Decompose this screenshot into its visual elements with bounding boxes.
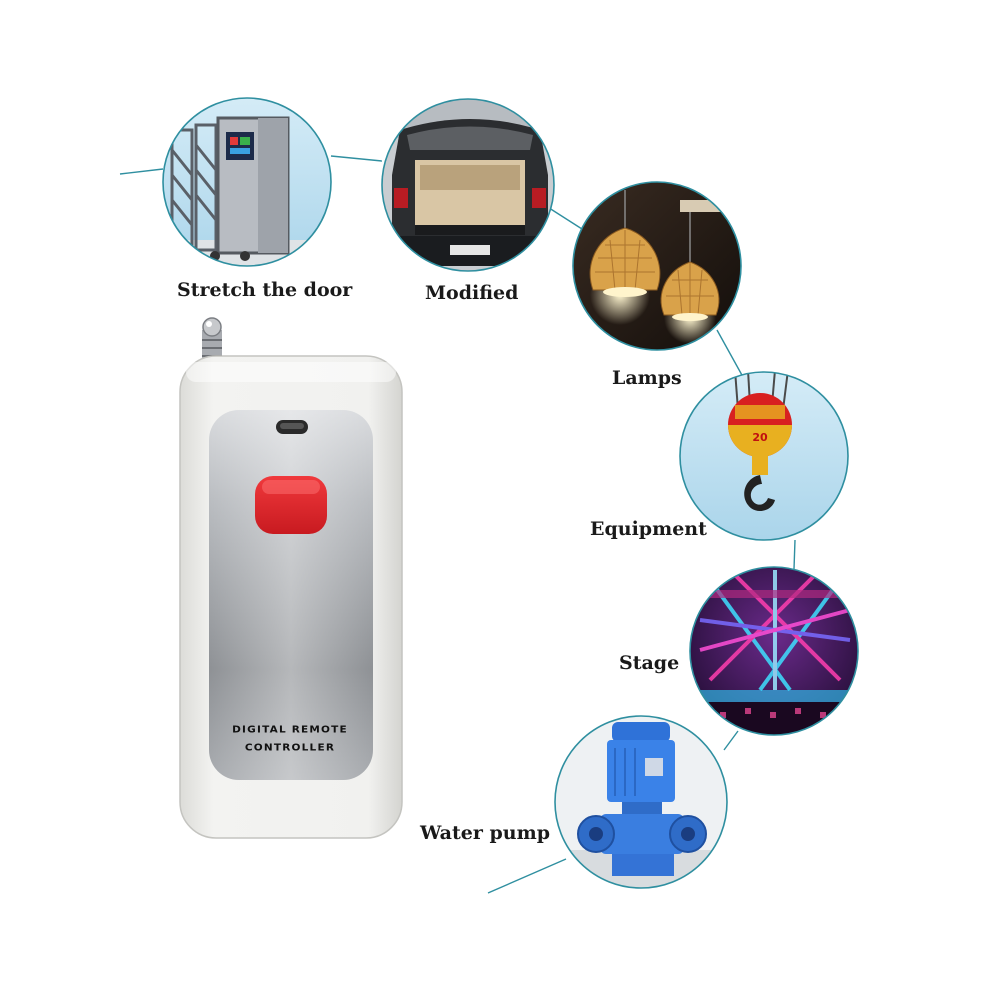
stage-lights-icon (689, 566, 859, 736)
svg-text:20: 20 (752, 431, 768, 444)
label-stretch-the-door: Stretch the door (177, 279, 353, 301)
car-trunk-icon (381, 98, 555, 272)
remote-label-line2: CONTROLLER (244, 742, 336, 754)
remote-controller (179, 317, 403, 839)
label-stage: Stage (619, 652, 680, 674)
water-pump-icon (554, 715, 728, 889)
red-button[interactable] (255, 476, 327, 534)
connector-lines (119, 155, 796, 894)
sliding-gate-icon (162, 97, 332, 267)
label-lamps: Lamps (612, 367, 682, 389)
crane-hook-icon: 20 (679, 371, 849, 541)
label-equipment: Equipment (590, 518, 707, 540)
remote-label-line1: DIGITAL REMOTE (232, 724, 348, 736)
pendant-lamp-icon (572, 181, 742, 351)
label-modified: Modified (425, 282, 519, 304)
label-water-pump: Water pump (420, 822, 550, 844)
